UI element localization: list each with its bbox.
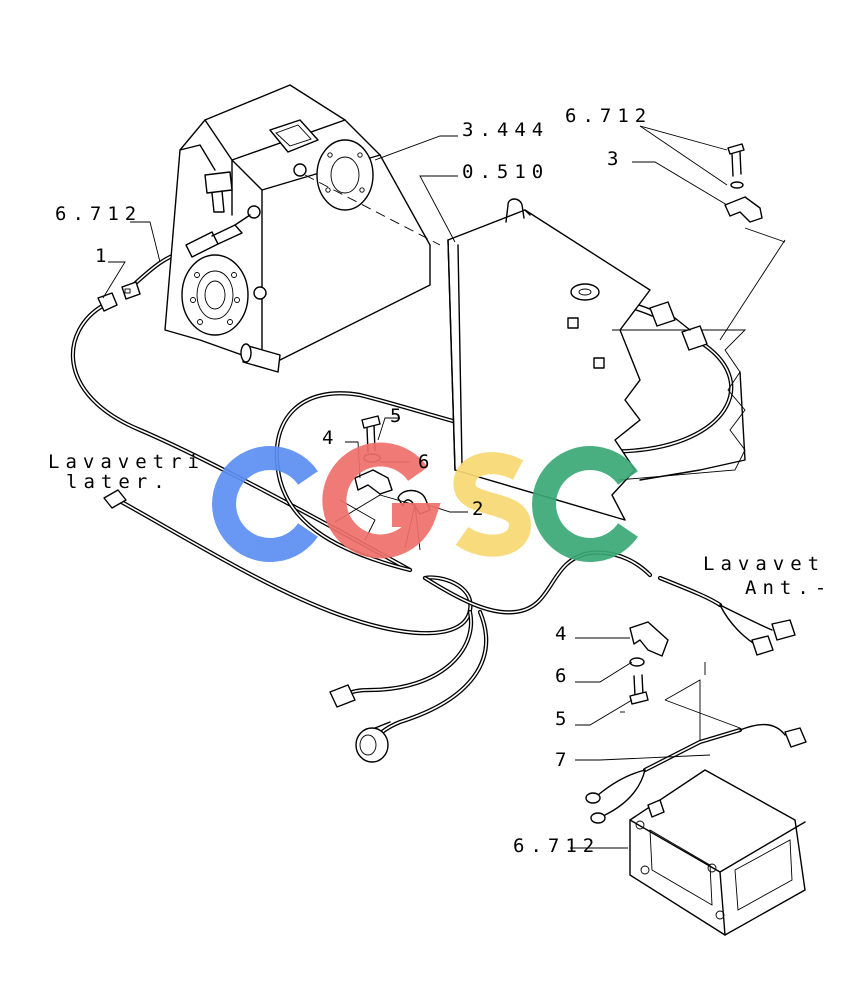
connector-lower-left [329,684,356,708]
watermark-letter-s [453,452,532,557]
item-4-lower-label: 4 [555,623,566,645]
fuel-tank [447,198,747,521]
item-5-lower-label: 5 [555,708,566,730]
connector-round [355,721,391,763]
watermark-letter-g [322,442,441,559]
cable-trunk [422,550,653,615]
connector-rear-left-mate [121,281,141,300]
hardware-lower [620,621,706,713]
connector-lavavet-ant-a [771,619,796,641]
watermark-letter-c2 [532,446,638,562]
item-5-upper-label: 5 [390,405,401,427]
ref-6712-left-label: 6.712 [55,203,142,225]
connector-lavavet-ant-b [751,635,774,656]
item-7-label: 7 [555,749,566,771]
wire-label-later: later. [66,471,171,493]
ref-6712-bottom-label: 6.712 [513,835,600,857]
hardware-top-right [724,143,786,243]
item-3-label: 3 [607,148,618,170]
ref-3444-label: 3.444 [462,119,549,141]
battery-box [629,769,806,936]
ref-6712-top-label: 6.712 [565,105,652,127]
watermark-letter-c1 [212,446,318,562]
connector-lavavetri-later [103,489,127,509]
item-4-upper-label: 4 [322,427,333,449]
connectors [97,281,796,763]
wire-label-lavavet: Lavavet [703,553,825,575]
ground-cable [585,723,807,824]
wire-label-ant: Ant.- [745,577,832,599]
connector-rear-left [97,292,118,312]
connector-tank [649,301,676,327]
wire-label-lavavetri: Lavavetri [48,451,205,473]
ref-0510-label: 0.510 [462,161,549,183]
item-1-label: 1 [95,245,106,267]
item-6-lower-label: 6 [555,665,566,687]
text-labels: 3.444 0.510 6.712 6.712 6.712 1 2 3 4 5 … [48,105,832,857]
cgsc-watermark [212,442,638,562]
transmission-housing [164,84,441,373]
leader-lines [102,125,786,849]
item-6-upper-label: 6 [418,451,429,473]
item-2-label: 2 [472,498,483,520]
